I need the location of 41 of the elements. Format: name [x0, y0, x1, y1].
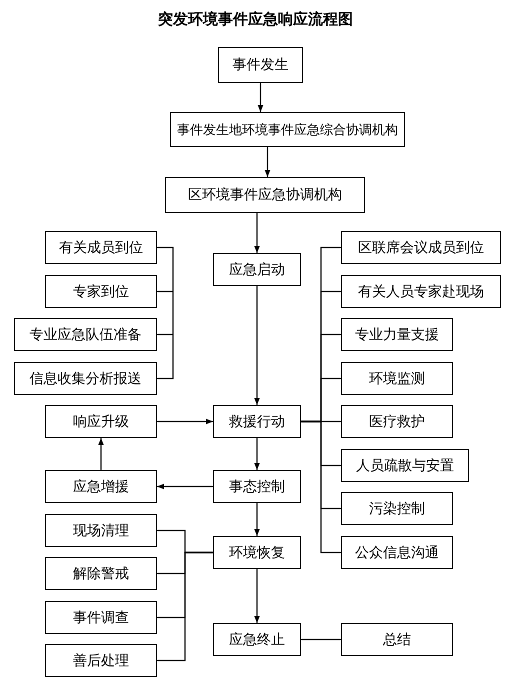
process-box: 人员疏散与安置	[341, 449, 469, 482]
process-box: 响应升级	[45, 405, 157, 438]
process-box: 事件发生	[218, 47, 303, 83]
process-box: 专业应急队伍准备	[14, 318, 157, 351]
process-box: 总结	[341, 623, 453, 656]
process-box: 事件调查	[45, 601, 157, 634]
arrow	[98, 438, 104, 470]
process-box: 事态控制	[213, 470, 301, 503]
process-box: 解除警戒	[45, 557, 157, 590]
process-box: 医疗救护	[341, 405, 453, 438]
arrow	[254, 213, 260, 253]
process-box: 公众信息沟通	[341, 536, 453, 569]
arrow	[254, 503, 260, 536]
diagram-title: 突发环境事件应急响应流程图	[157, 10, 354, 29]
arrow	[254, 286, 260, 405]
process-box: 救援行动	[213, 405, 301, 438]
process-box: 专业力量支援	[341, 318, 453, 351]
process-box: 事件发生地环境事件应急综合协调机构	[170, 112, 405, 147]
process-box: 环境监测	[341, 362, 453, 395]
process-box: 专家到位	[45, 275, 157, 308]
process-box: 应急终止	[213, 623, 301, 656]
arrow	[254, 569, 260, 623]
process-box: 应急启动	[213, 253, 301, 286]
arrow	[157, 418, 213, 424]
arrow	[264, 147, 270, 177]
process-box: 污染控制	[341, 492, 453, 525]
process-box: 区环境事件应急协调机构	[165, 177, 365, 213]
process-box: 信息收集分析报送	[14, 362, 157, 395]
process-box: 区联席会议成员到位	[341, 231, 501, 264]
process-box: 有关人员专家赴现场	[341, 275, 501, 308]
process-box: 应急增援	[45, 470, 157, 503]
arrow	[157, 484, 213, 490]
process-box: 现场清理	[45, 514, 157, 547]
arrow	[254, 438, 260, 470]
process-box: 善后处理	[45, 644, 157, 677]
connector-line	[301, 420, 341, 554]
process-box: 环境恢复	[213, 536, 301, 569]
process-box: 有关成员到位	[45, 231, 157, 264]
arrow	[258, 83, 264, 112]
connector-line	[301, 638, 341, 640]
connector-line	[157, 552, 213, 662]
